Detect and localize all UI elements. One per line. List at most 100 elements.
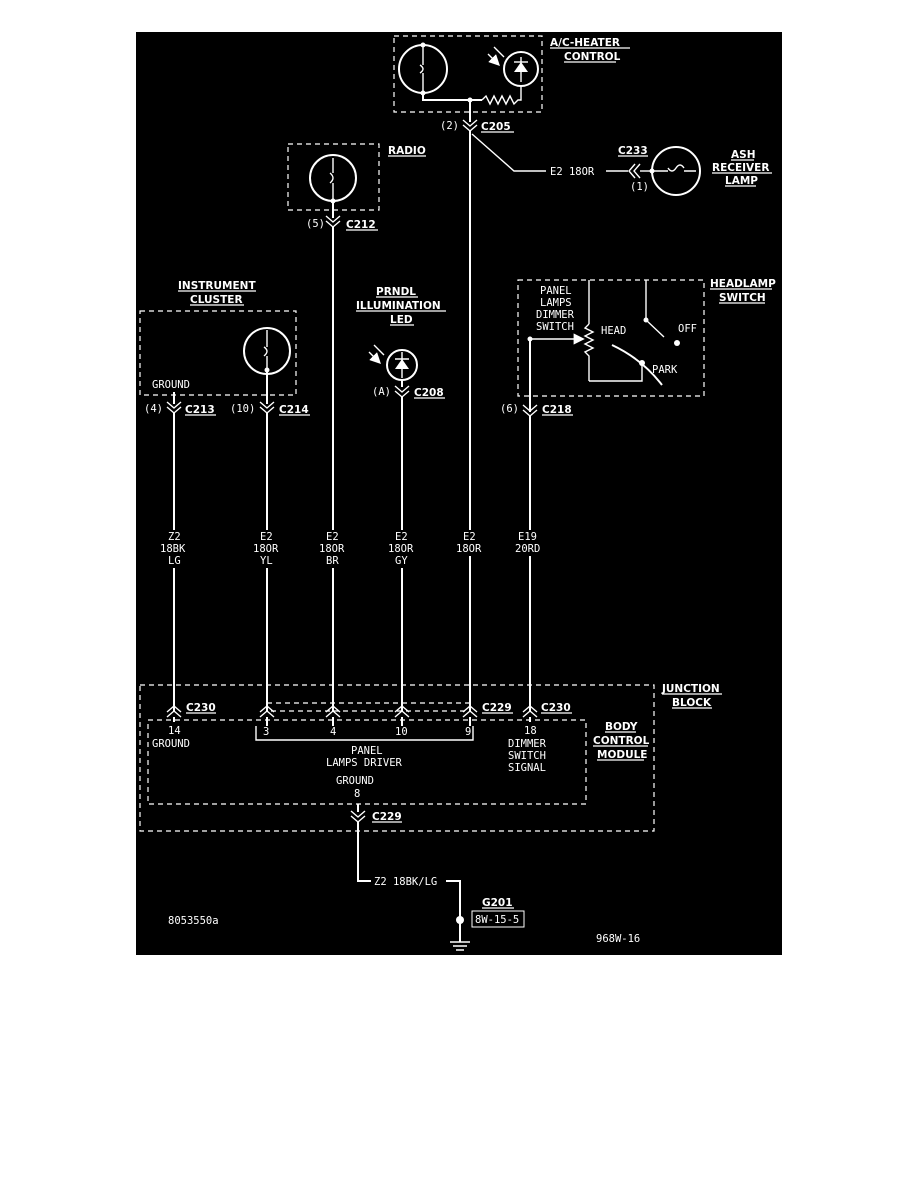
- svg-text:E19: E19: [518, 531, 537, 543]
- connector-c208: (A) C208: [372, 385, 445, 399]
- wire-label-5: E2 18OR: [455, 530, 485, 556]
- svg-text:18OR: 18OR: [319, 543, 345, 555]
- wire-label-4: E2 18OR GY: [387, 530, 417, 568]
- radio: RADIO: [287, 143, 426, 218]
- prndl-title-1: PRNDL: [376, 286, 416, 298]
- bcm-title-1: BODY: [605, 721, 638, 733]
- ground-g201: G201 8W-15-5: [450, 897, 525, 951]
- cluster-title-1: INSTRUMENT: [178, 280, 256, 292]
- svg-text:C229: C229: [482, 702, 512, 714]
- bcm-pin-3: 3: [263, 726, 269, 738]
- bcm-title-3: MODULE: [597, 749, 647, 761]
- junction-block: JUNCTION BLOCK: [139, 683, 722, 832]
- dimmer-label-2: LAMPS: [540, 297, 572, 309]
- svg-text:18OR: 18OR: [388, 543, 414, 555]
- ash-title-1: ASH: [731, 149, 755, 161]
- svg-text:GY: GY: [395, 555, 408, 567]
- dimmer-label-4: SWITCH: [536, 321, 574, 333]
- prndl-illumination-led: PRNDL ILLUMINATION LED: [356, 286, 446, 387]
- ac-heater-title: A/C-HEATER: [550, 37, 620, 49]
- svg-text:YL: YL: [260, 555, 273, 567]
- radio-title: RADIO: [388, 145, 426, 157]
- junction-title-2: BLOCK: [672, 697, 712, 709]
- svg-text:18OR: 18OR: [253, 543, 279, 555]
- connector-c214: (10) C214: [230, 401, 310, 416]
- c212-label: C212: [346, 219, 376, 231]
- svg-text:E2: E2: [395, 531, 408, 543]
- pin18-label-3: SIGNAL: [508, 762, 546, 774]
- svg-text:G201: G201: [482, 897, 513, 909]
- off-label: OFF: [678, 323, 697, 335]
- svg-text:C230: C230: [186, 702, 216, 714]
- ash-receiver-lamp: ASH RECEIVER LAMP: [640, 146, 772, 196]
- bcm-pin-10: 10: [395, 726, 408, 738]
- svg-text:BR: BR: [326, 555, 339, 567]
- cluster-ground: GROUND: [152, 379, 190, 391]
- svg-text:C229: C229: [372, 811, 402, 823]
- svg-text:18BK: 18BK: [160, 543, 186, 555]
- c208-label: C208: [414, 387, 444, 399]
- ac-heater-control: A/C-HEATER CONTROL: [393, 35, 630, 122]
- connector-c229-ground: C229: [350, 810, 402, 823]
- connector-c233: C233 (1): [618, 145, 649, 193]
- c214-pin: (10): [230, 403, 255, 415]
- head-label: HEAD: [601, 325, 626, 337]
- driver-label-1: PANEL: [351, 745, 383, 757]
- c218-pin: (6): [500, 403, 519, 415]
- junction-title-1: JUNCTION: [661, 683, 720, 695]
- svg-text:18OR: 18OR: [456, 543, 482, 555]
- body-control-module: BODY CONTROL MODULE 14 GROUND 3 4 10 9 P…: [147, 719, 650, 805]
- pin18-label-1: DIMMER: [508, 738, 547, 750]
- driver-label-2: LAMPS DRIVER: [326, 757, 403, 769]
- bcm-ground-pin: 8: [354, 788, 360, 800]
- connector-c230-left: C230: [166, 702, 216, 718]
- connector-c230-right: C230: [522, 702, 572, 722]
- bcm-ground-label: GROUND: [336, 775, 374, 787]
- connector-c218: (6) C218: [500, 403, 573, 417]
- bcm-pin-18: 18: [524, 725, 537, 737]
- c214-label: C214: [279, 404, 309, 416]
- ac-heater-title-2: CONTROL: [564, 51, 621, 63]
- ground-wire-label: Z2 18BK/LG: [374, 876, 437, 888]
- pin18-label-2: SWITCH: [508, 750, 546, 762]
- ash-feed-wire: E2 18OR: [550, 166, 595, 178]
- c213-pin: (4): [144, 403, 163, 415]
- prndl-title-3: LED: [390, 314, 413, 326]
- wire-label-3: E2 18OR BR: [318, 530, 348, 568]
- svg-text:E2: E2: [260, 531, 273, 543]
- wire-label-1: Z2 18BK LG: [160, 530, 188, 568]
- bcm-pin-14-label: GROUND: [152, 738, 190, 750]
- headlamp-switch: HEADLAMP SWITCH PANEL LAMPS DIMMER SWITC…: [517, 278, 776, 412]
- svg-text:Z2: Z2: [168, 531, 181, 543]
- headlamp-title-2: SWITCH: [719, 292, 766, 304]
- svg-text:E2: E2: [326, 531, 339, 543]
- wiring-diagram: A/C-HEATER CONTROL (2) C205 E2 18OR C233…: [136, 32, 782, 955]
- c218-label: C218: [542, 404, 572, 416]
- prndl-title-2: ILLUMINATION: [356, 300, 441, 312]
- wire-label-6: E19 20RD: [514, 530, 546, 556]
- diagram-id-right: 968W-16: [596, 933, 640, 945]
- bcm-title-2: CONTROL: [593, 735, 650, 747]
- connector-c213: (4) C213: [144, 401, 216, 416]
- c213-label: C213: [185, 404, 215, 416]
- svg-text:C230: C230: [541, 702, 571, 714]
- c233-pin: (1): [630, 181, 649, 193]
- c208-pin: (A): [372, 386, 391, 398]
- bcm-pin-9: 9: [465, 726, 471, 738]
- wire-label-2: E2 18OR YL: [252, 530, 282, 568]
- c233-label: C233: [618, 145, 648, 157]
- park-label: PARK: [652, 364, 678, 376]
- ash-title-2: RECEIVER: [712, 162, 769, 174]
- dimmer-label-3: DIMMER: [536, 309, 575, 321]
- c205-label: C205: [481, 121, 511, 133]
- instrument-cluster: INSTRUMENT CLUSTER GROUND: [139, 280, 297, 404]
- svg-text:20RD: 20RD: [515, 543, 540, 555]
- bcm-pin-14: 14: [168, 725, 181, 737]
- connector-c229-bus: C229: [259, 702, 513, 726]
- headlamp-title-1: HEADLAMP: [710, 278, 776, 290]
- diagram-id-left: 8053550a: [168, 915, 219, 927]
- c205-pin: (2): [440, 120, 459, 132]
- svg-text:8W-15-5: 8W-15-5: [475, 914, 519, 926]
- bcm-pin-4: 4: [330, 726, 336, 738]
- svg-text:E2: E2: [463, 531, 476, 543]
